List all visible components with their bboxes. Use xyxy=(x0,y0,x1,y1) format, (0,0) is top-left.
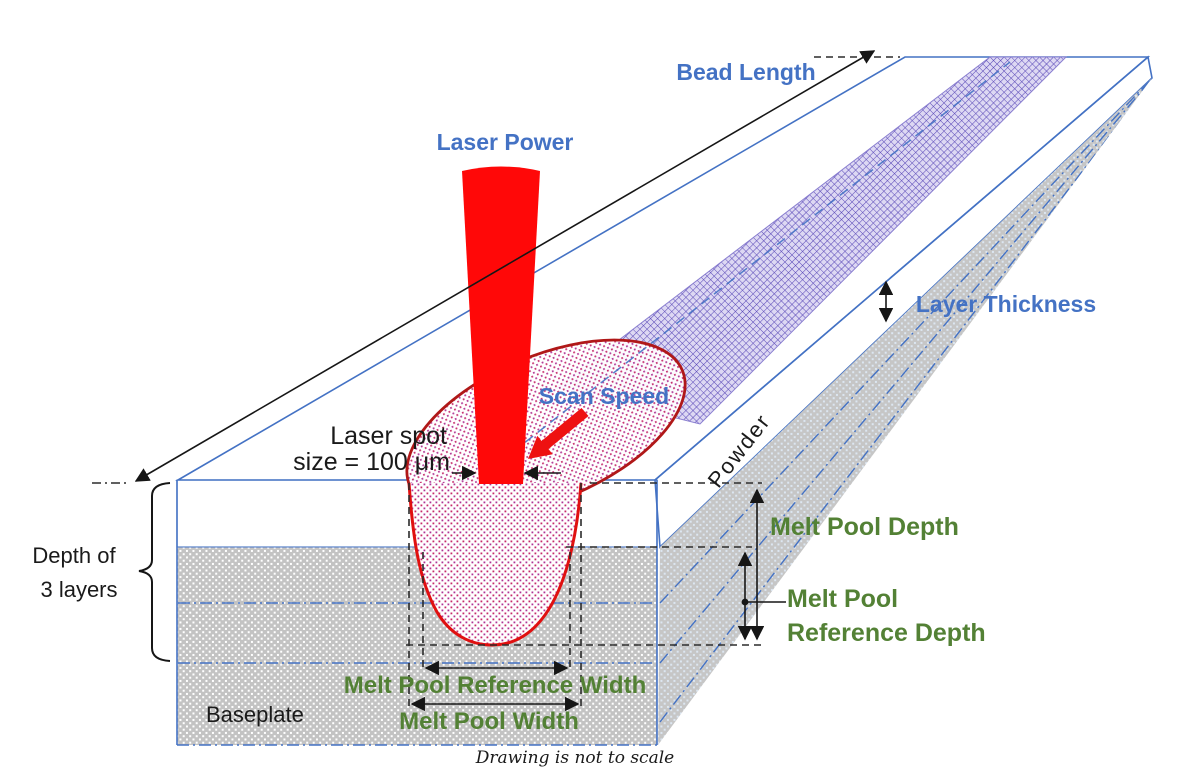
depth-of-layers-brace xyxy=(138,482,171,662)
scan-speed-label: Scan Speed xyxy=(539,383,669,409)
side-layer-line-1 xyxy=(659,79,1151,604)
laser-spot-label-line2: size = 100 μm xyxy=(293,448,450,476)
bead-length-arrow xyxy=(134,50,876,482)
baseplate-front-face xyxy=(177,547,657,745)
depth-of-layers-label-line2: 3 layers xyxy=(40,577,117,602)
melt-pool-reference-depth-label-line1: Melt Pool xyxy=(787,585,898,613)
not-to-scale-footnote: Drawing is not to scale xyxy=(475,748,674,768)
baseplate-side-face xyxy=(658,78,1152,745)
bead-length-label: Bead Length xyxy=(676,59,815,85)
construction-lines xyxy=(92,56,900,706)
melt-pool-width-label: Melt Pool Width xyxy=(399,708,579,735)
melt-pool-reference-depth-label-line2: Reference Depth xyxy=(787,619,986,647)
laser-spot-label-line1: Laser spot xyxy=(330,422,447,450)
melt-pool-depth-label: Melt Pool Depth xyxy=(770,513,959,541)
layer-thickness-label: Layer Thickness xyxy=(916,291,1096,317)
reference-depth-leader-dot xyxy=(741,598,749,606)
measurement-arrows xyxy=(134,50,894,712)
laser-power-label: Laser Power xyxy=(437,129,574,155)
depth-of-layers-label-line1: Depth of xyxy=(32,543,116,568)
melt-pool-reference-width-label: Melt Pool Reference Width xyxy=(344,672,646,699)
baseplate-label: Baseplate xyxy=(206,702,304,727)
melt-pool-cross-section xyxy=(409,483,581,645)
